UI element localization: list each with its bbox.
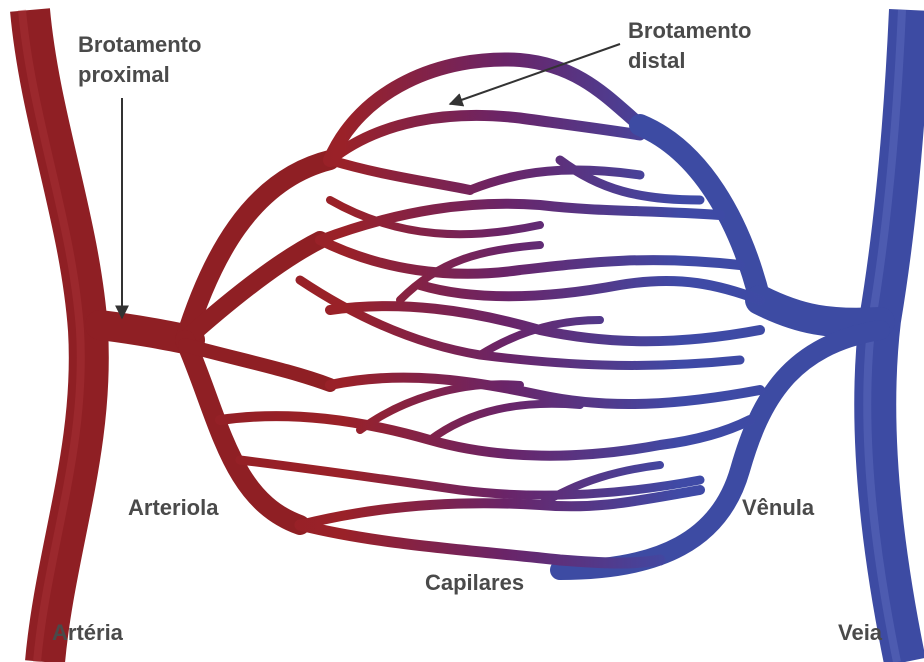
label-distal-line2: distal xyxy=(628,48,685,73)
label-proximal-line2: proximal xyxy=(78,62,170,87)
label-proximal-line1: Brotamento xyxy=(78,32,201,57)
label-vein: Veia xyxy=(838,620,883,645)
label-venule: Vênula xyxy=(742,495,815,520)
label-distal-sprout: Brotamento distal xyxy=(628,18,758,73)
label-artery: Artéria xyxy=(52,620,124,645)
capillary-network xyxy=(100,60,880,570)
label-capillaries: Capilares xyxy=(425,570,524,595)
label-proximal-sprout: Brotamento proximal xyxy=(78,32,208,87)
label-distal-line1: Brotamento xyxy=(628,18,751,43)
label-arteriole: Arteriola xyxy=(128,495,219,520)
